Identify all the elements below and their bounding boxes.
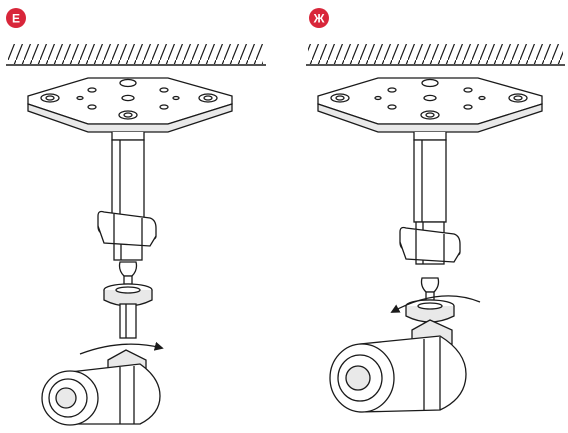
mount-base-plate [317,77,543,133]
camera-post [119,303,137,339]
bullet-camera [41,349,161,426]
step-label-e: E [12,12,20,26]
ceiling-hatch-icon [6,44,266,66]
panel-zh: Ж [306,8,565,413]
stem-clamp [399,226,461,263]
locking-ring [405,299,455,323]
step-badge-e: E [6,8,26,28]
step-badge-zh: Ж [309,8,329,28]
swivel-joint [118,261,138,285]
stem-clamp [97,210,157,247]
step-label-zh: Ж [313,12,325,26]
panel-e: E [6,8,266,426]
ceiling-hatch-icon [306,44,565,66]
bullet-camera [329,319,467,413]
rotation-arrow-icon [390,295,481,313]
rotation-arrow-icon [79,341,164,355]
mount-base-plate [27,77,233,133]
locking-ring [103,283,153,307]
